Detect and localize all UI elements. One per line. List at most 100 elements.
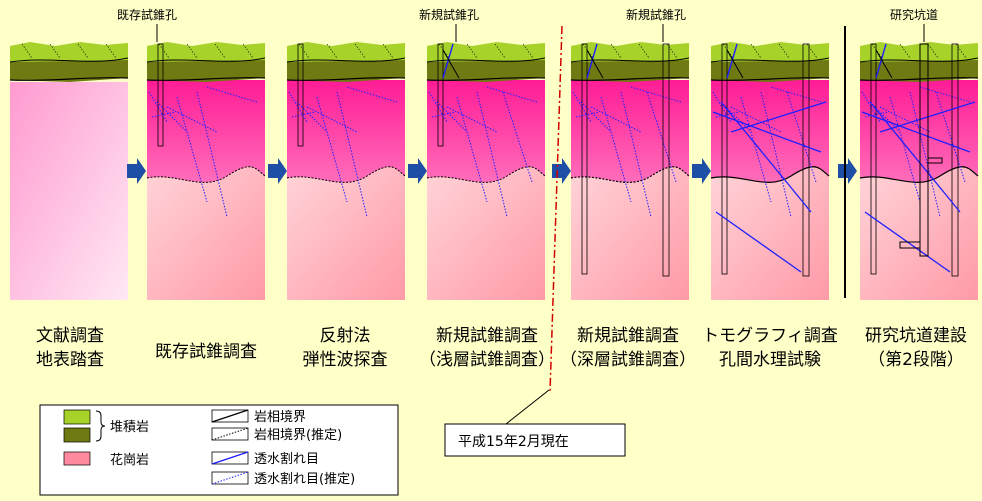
caption-line2-7: （第2段階） [868, 350, 964, 370]
estimated-fracture [176, 96, 208, 203]
sediment-base-boundary [146, 77, 266, 81]
legend-boundary-label: 岩相境界 [254, 410, 306, 425]
estimated-fracture [889, 96, 921, 203]
divider-red-line [549, 25, 563, 393]
existing-borehole [297, 43, 304, 147]
lower-granite-zone [287, 166, 405, 300]
legend-fracture-line [211, 451, 249, 465]
legend-granite-label: 花崗岩 [110, 452, 149, 468]
note-text: 平成15年2月現在 [458, 434, 569, 450]
sediment-lower-layer [287, 60, 405, 82]
estimated-fracture [740, 96, 772, 203]
caption-line2-6: 孔間水理試験 [719, 350, 821, 370]
estimated-fracture [575, 111, 600, 118]
estimated-fracture [502, 91, 533, 183]
estimated-fracture [316, 96, 348, 203]
estimated-fracture [730, 106, 782, 133]
shaft-gallery [927, 157, 943, 164]
existing-borehole [581, 43, 588, 275]
sediment-lower-layer [147, 60, 265, 82]
step-arrow [408, 158, 427, 184]
rock-boundary-line [426, 166, 546, 183]
new-shallow-borehole [586, 49, 604, 79]
estimated-fracture [296, 101, 328, 133]
estimated-fracture [336, 91, 368, 218]
estimated-fracture [446, 106, 498, 133]
estimated-fracture [196, 91, 228, 218]
estimated-fracture [476, 91, 508, 218]
estimated-fracture [864, 111, 889, 118]
confirmed-fracture [715, 211, 802, 273]
caption-line1-4: 新規試錐調査 [436, 326, 538, 346]
panel-3 [286, 42, 406, 300]
estimated-fracture [456, 96, 488, 203]
estimated-fracture [935, 91, 966, 183]
sediment-upper-layer [860, 42, 978, 62]
legend-swatch-sediment-dark [63, 427, 91, 443]
sediment-boundary [570, 57, 690, 63]
estimated-fracture [600, 96, 632, 203]
panel-6 [710, 42, 830, 300]
research-shaft [919, 43, 929, 257]
step-arrow [552, 158, 571, 184]
legend-swatch-granite [63, 451, 91, 466]
estimated-fracture [580, 101, 612, 133]
existing-borehole [157, 43, 164, 147]
estimated-fracture [590, 106, 642, 133]
sediment-base-boundary [426, 77, 546, 81]
sediment-upper-layer [711, 42, 829, 62]
legend-boundary-est-label: 岩相境界(推定) [254, 428, 342, 443]
existing-borehole [721, 43, 728, 275]
caption-line1-6: トモグラフィ調査 [702, 326, 838, 346]
caption-line1-7: 研究坑道建設 [865, 326, 967, 346]
sediment-upper-layer [571, 42, 689, 62]
shaft-gallery [899, 241, 921, 249]
confirmed-fracture [726, 43, 738, 79]
estimated-fracture [151, 111, 176, 118]
step-arrow [838, 158, 857, 184]
sediment-boundary [426, 57, 546, 63]
estimated-fracture [786, 91, 817, 183]
existing-borehole [437, 43, 444, 147]
legend-fracture-est-label: 透水割れ目(推定) [254, 471, 355, 487]
caption-line2-4: （浅層試錐調査） [419, 350, 555, 370]
sediment-upper-layer [427, 42, 545, 62]
sediment-boundary [286, 57, 406, 63]
lower-granite-zone [711, 166, 829, 300]
lower-granite-zone [147, 166, 265, 300]
estimated-fracture [720, 101, 752, 133]
sediment-lower-layer [10, 60, 128, 82]
legend-fracture-label: 透水割れ目 [254, 451, 319, 467]
legend-brace [95, 410, 106, 442]
status-note: 平成15年2月現在 [444, 389, 626, 457]
sediment-base-boundary [9, 77, 129, 81]
estimated-fracture [436, 101, 468, 133]
lower-granite-zone [571, 166, 689, 300]
new-shallow-borehole [442, 49, 460, 79]
label-research-shaft: 研究坑道 [890, 7, 938, 22]
sediment-lower-layer [860, 60, 978, 82]
panel-4 [426, 42, 546, 300]
confirmed-fracture [861, 111, 971, 153]
estimated-fracture [166, 106, 218, 133]
label-existing-hole: 既存試錐孔 [117, 7, 177, 22]
label-new-hole-2: 新規試錐孔 [626, 7, 686, 22]
rock-boundary-line [286, 166, 406, 183]
caption-line1-3: 反射法 [320, 326, 371, 346]
step-arrow [127, 158, 146, 184]
panel-2 [146, 42, 266, 300]
rock-boundary-line [146, 166, 266, 183]
new-shallow-borehole [726, 49, 744, 79]
sediment-base-boundary [286, 77, 406, 81]
caption-line2-5: （深層試錐調査） [560, 350, 696, 370]
estimated-fracture [879, 106, 931, 133]
sediment-lower-layer [711, 60, 829, 82]
caption-line1-5: 新規試錐調査 [577, 326, 679, 346]
caption-line2-3: 弾性波探査 [303, 350, 388, 370]
legend-fracture-est-line [211, 471, 249, 485]
note-pointer [505, 389, 550, 425]
sediment-upper-layer [287, 42, 405, 62]
step-arrow [692, 158, 711, 184]
estimated-fracture [431, 111, 456, 118]
